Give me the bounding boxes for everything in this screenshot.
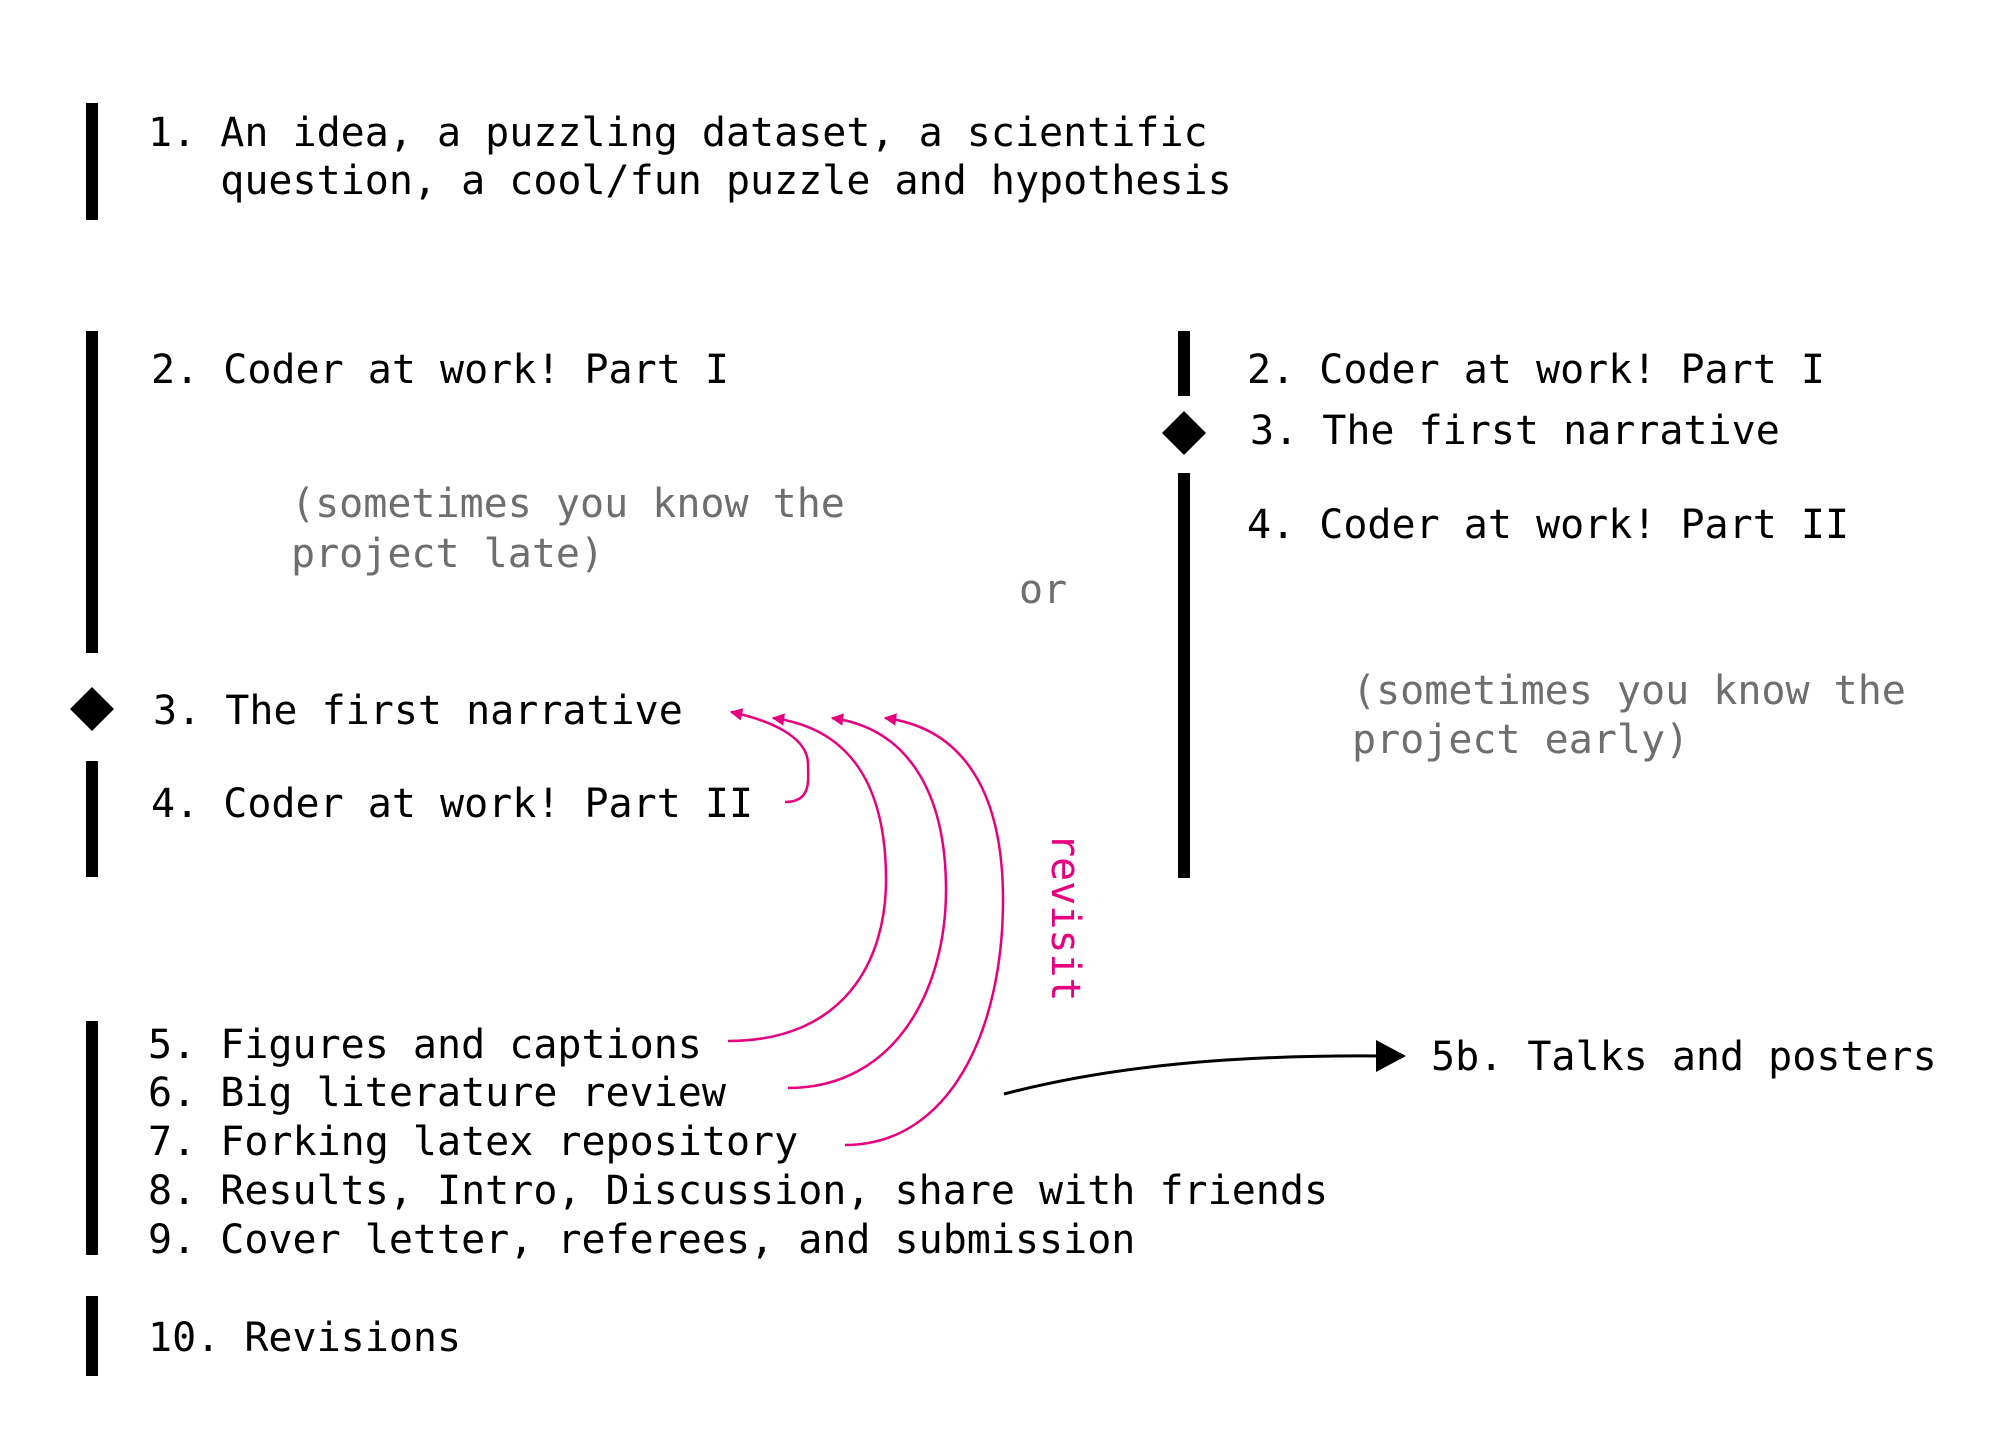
left-note-line1: (sometimes you know the	[291, 481, 845, 527]
left-step3: 3. The first narrative	[153, 688, 683, 734]
right-step4: 4. Coder at work! Part II	[1247, 502, 1850, 548]
talks-and-posters: 5b. Talks and posters	[1431, 1034, 1937, 1080]
right-note-line2: project early)	[1352, 717, 1690, 763]
right-note-line1: (sometimes you know the	[1352, 668, 1906, 714]
step10: 10. Revisions	[148, 1315, 462, 1361]
diamond-icon-left-narrative	[70, 687, 114, 731]
phase-bar-step1	[86, 103, 98, 220]
phase-bar-right-step2	[1178, 331, 1190, 396]
left-step4: 4. Coder at work! Part II	[151, 781, 754, 827]
or-separator: or	[1019, 567, 1068, 613]
step7: 7. Forking latex repository	[148, 1119, 799, 1165]
revisit-arrow-from-step7	[844, 713, 1005, 1147]
step8: 8. Results, Intro, Discussion, share wit…	[148, 1168, 1329, 1214]
left-note-line2: project late)	[291, 531, 605, 577]
step9: 9. Cover letter, referees, and submissio…	[148, 1217, 1136, 1263]
phase-bar-steps5-9	[86, 1021, 98, 1255]
right-step2: 2. Coder at work! Part I	[1247, 347, 1825, 393]
step6: 6. Big literature review	[148, 1070, 726, 1116]
revisit-arrow-from-step6	[787, 713, 948, 1090]
revisit-arrow-from-step5	[727, 713, 888, 1043]
right-step3: 3. The first narrative	[1250, 408, 1780, 454]
step1-line2: question, a cool/fun puzzle and hypothes…	[148, 158, 1232, 204]
left-step2: 2. Coder at work! Part I	[151, 347, 729, 393]
phase-bar-left-step4	[86, 761, 98, 877]
revisit-arrow-from-step4	[729, 708, 810, 804]
phase-bar-step10	[86, 1296, 98, 1376]
arrow-head-icon	[1376, 1040, 1406, 1072]
phase-bar-left-step2	[86, 331, 98, 653]
phase-bar-right-step4	[1178, 473, 1190, 878]
output-arrow-shaft	[1003, 1054, 1381, 1096]
step5: 5. Figures and captions	[148, 1022, 702, 1068]
diamond-icon-right-narrative	[1162, 411, 1206, 455]
revisit-label: revisit	[1042, 833, 1088, 1002]
step1-line1: 1. An idea, a puzzling dataset, a scient…	[148, 110, 1208, 156]
